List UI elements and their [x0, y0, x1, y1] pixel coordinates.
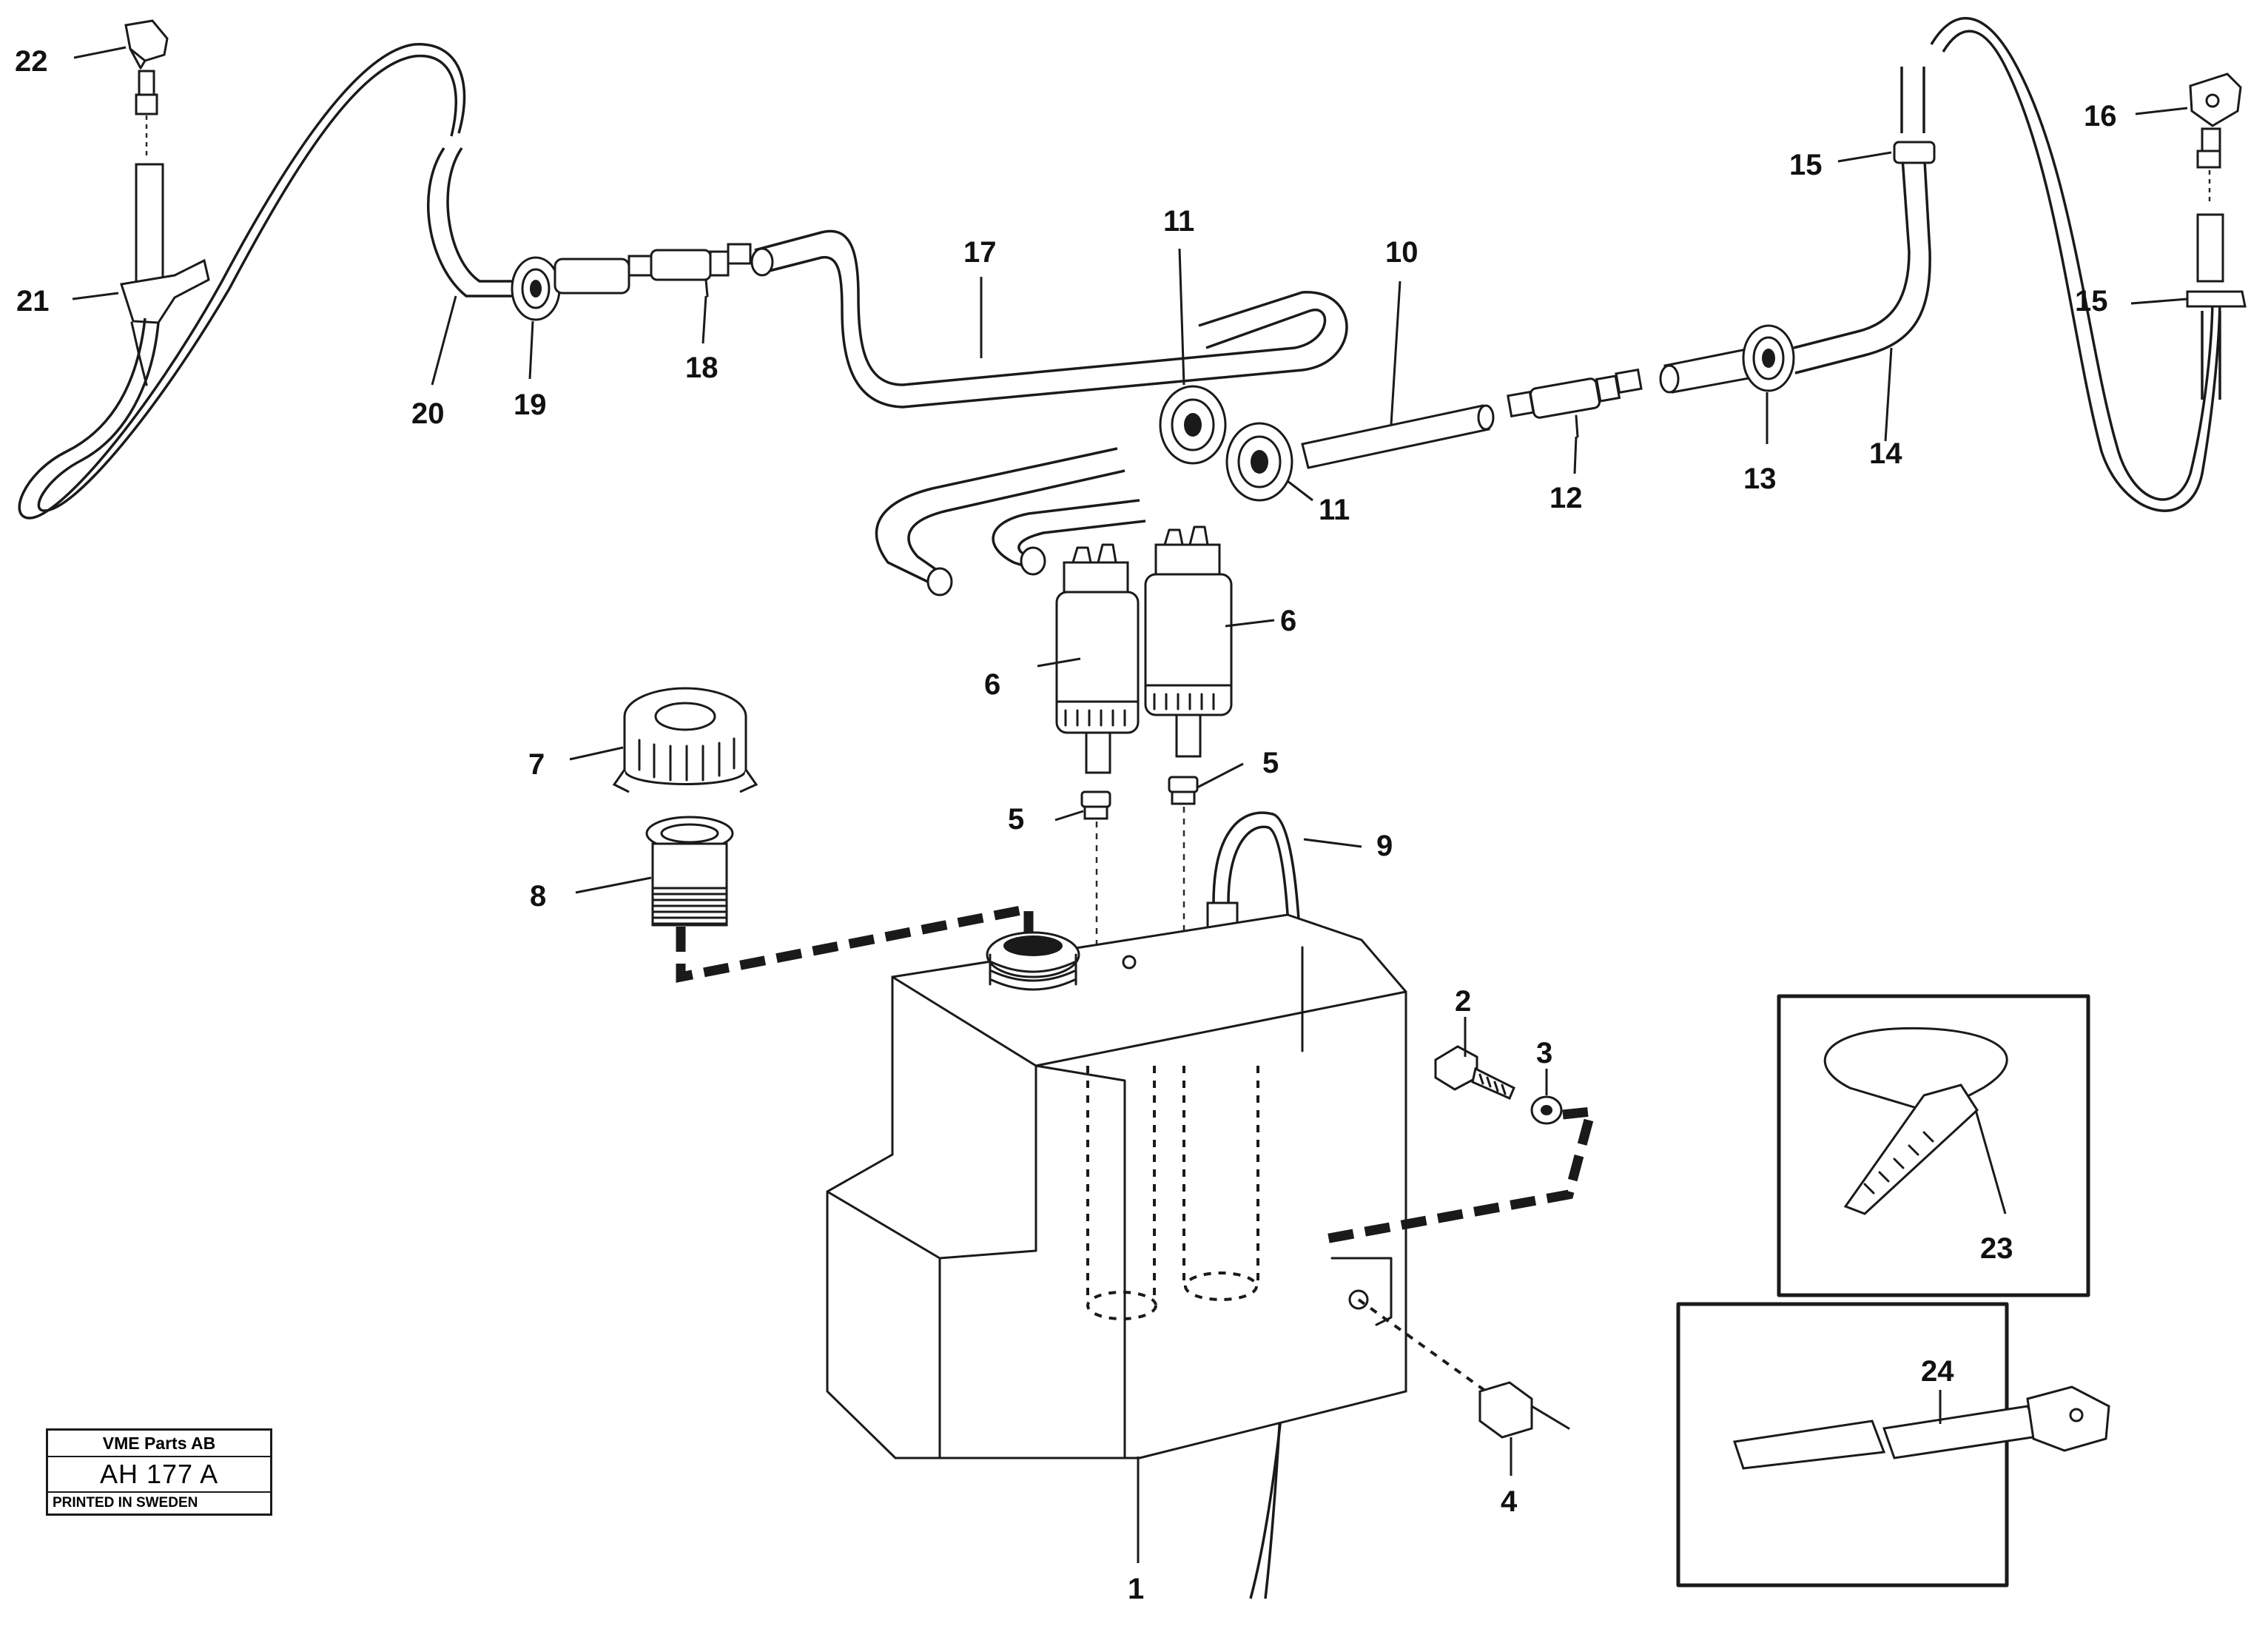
callout-23: 23	[1980, 1232, 2013, 1265]
left-washer-nozzle-22	[124, 19, 169, 155]
callout-15a: 15	[1789, 149, 1823, 181]
callout-11b: 11	[1319, 494, 1350, 526]
pump-6-left	[1055, 543, 1140, 774]
hose-14	[1793, 147, 1931, 374]
callout-21: 21	[16, 285, 50, 318]
grommet-11-lower	[1225, 422, 1293, 502]
callout-13: 13	[1743, 463, 1777, 495]
hose-10	[1301, 404, 1495, 469]
hose-segment	[553, 258, 630, 295]
grommet-19	[511, 256, 561, 321]
callout-5a: 5	[1008, 803, 1024, 836]
connector-18	[627, 243, 752, 298]
right-washer-nozzle-16	[2189, 73, 2242, 206]
strainer-8	[645, 816, 734, 927]
callout-6b: 6	[1280, 605, 1296, 637]
callout-numbers: 22 21 20 19 18 17 11 10 11 12 13 14 15 1…	[15, 45, 2117, 1605]
grommet-11-upper	[1159, 385, 1227, 465]
bolt-mount-path	[1316, 1106, 1598, 1246]
callout-9: 9	[1376, 830, 1393, 862]
callout-1: 1	[1128, 1573, 1144, 1605]
left-hose-20	[18, 43, 525, 520]
callout-11a: 11	[1163, 205, 1194, 238]
connector-12	[1507, 368, 1643, 438]
callout-6a: 6	[984, 668, 1000, 701]
clip-15-upper	[1893, 67, 1936, 164]
stamp-company: VME Parts AB	[48, 1431, 270, 1457]
callout-24: 24	[1921, 1355, 1954, 1388]
stamp-printed-note: PRINTED IN SWEDEN	[53, 1495, 198, 1511]
callout-7: 7	[528, 748, 545, 781]
callout-10: 10	[1385, 236, 1419, 269]
callout-5b: 5	[1262, 747, 1279, 779]
hose-14-long-loop	[1930, 17, 2221, 512]
callout-12: 12	[1549, 482, 1583, 514]
callout-18: 18	[685, 352, 719, 384]
filler-cap-7	[612, 687, 758, 793]
pump-6-right	[1144, 525, 1233, 758]
inset-cable-tie-23	[1777, 994, 2090, 1297]
inset-hose-strap-24	[1676, 1302, 2110, 1588]
hose-17	[750, 229, 1348, 409]
washer-3	[1530, 1095, 1563, 1125]
callout-15b: 15	[2075, 285, 2108, 318]
document-stamp: VME Parts AB AH 177 A PRINTED IN SWEDEN	[46, 1428, 272, 1516]
grommet-13	[1742, 324, 1795, 392]
washer-reservoir-tank-1	[826, 913, 1407, 1459]
callout-leaders	[72, 46, 2188, 1563]
clip-15-lower	[2186, 213, 2247, 400]
left-nozzle-holder-21	[120, 163, 210, 386]
callout-17: 17	[963, 236, 997, 269]
callout-19: 19	[514, 389, 547, 421]
pump-hoses	[875, 447, 1146, 597]
clip-4	[1357, 1298, 1570, 1439]
callout-20: 20	[411, 397, 445, 430]
callout-2: 2	[1455, 985, 1471, 1018]
callout-8: 8	[530, 880, 546, 913]
stamp-drawing-code: AH 177 A	[48, 1457, 270, 1493]
seal-5-left	[1080, 790, 1111, 1288]
callout-4: 4	[1501, 1485, 1518, 1518]
callout-3: 3	[1536, 1037, 1552, 1069]
callout-22: 22	[15, 45, 48, 78]
callout-16: 16	[2084, 100, 2117, 132]
hose-segment-right	[1659, 346, 1763, 394]
callout-14: 14	[1869, 437, 1902, 470]
bolt-2	[1434, 1045, 1515, 1100]
